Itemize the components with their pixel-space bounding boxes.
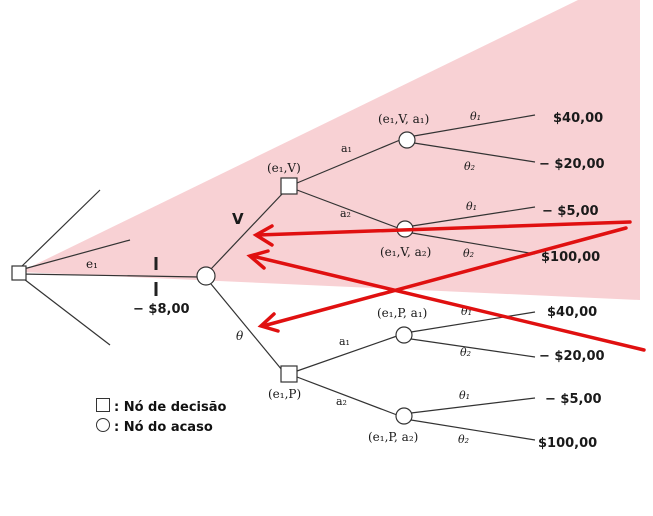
root-branch-label: e₁ — [86, 257, 98, 271]
highlight-wedge — [20, 0, 640, 300]
circle-icon — [96, 418, 110, 432]
node-e1pa2-label: (e₁,P, a₂) — [368, 430, 418, 444]
legend-decision: : Nó de decisão — [96, 398, 226, 415]
red-arrow-2-head — [257, 312, 280, 333]
node-e1va1-label: (e₁,V, a₁) — [378, 112, 429, 126]
payoff-v-a2-t2: $100,00 — [541, 250, 600, 265]
payoff-p-a2-t2: $100,00 — [538, 436, 597, 451]
legend-chance-label: : Nó do acaso — [114, 420, 213, 435]
p-a2-label: a₂ — [336, 395, 347, 408]
branch-p — [210, 283, 283, 371]
p-a2-theta1-label: θ₁ — [459, 389, 470, 402]
root-cost-label: − $8,00 — [133, 302, 190, 317]
p-a1-theta2-label: θ₂ — [460, 346, 471, 359]
payoff-v-a1-t1: $40,00 — [553, 111, 603, 126]
payoff-v-a1-t2: − $20,00 — [539, 157, 605, 172]
e1pa1-chance-node — [395, 326, 413, 344]
e1v-decision-node — [280, 177, 298, 195]
root-decision-node — [11, 265, 27, 281]
v-a2-label: a₂ — [340, 207, 351, 220]
square-icon — [96, 398, 110, 412]
branch-v — [210, 192, 284, 270]
v-a1-theta1-label: θ₁ — [470, 110, 481, 123]
red-arrow-1-head — [252, 224, 274, 247]
node-e1va2-label: (e₁,V, a₂) — [380, 245, 431, 259]
v-branch-label: V — [232, 210, 244, 228]
red-arrow-2 — [261, 226, 628, 328]
e1p-decision-node — [280, 365, 298, 383]
branch-v-a2 — [296, 189, 399, 229]
v-a1-label: a₁ — [341, 142, 352, 155]
payoff-p-a2-t1: − $5,00 — [545, 392, 602, 407]
payoff-p-a1-t2: − $20,00 — [539, 349, 605, 364]
red-arrow-1 — [256, 220, 632, 237]
red-arrows — [246, 220, 646, 352]
legend-chance: : Nó do acaso — [96, 418, 213, 435]
payoff-p-a1-t1: $40,00 — [547, 305, 597, 320]
e1va1-chance-node — [398, 131, 416, 149]
branch-v-a1 — [296, 139, 401, 184]
node-e1p-label: (e₁,P) — [268, 387, 301, 401]
node-e1v-label: (e₁,V) — [267, 161, 301, 175]
p-a2-theta2-label: θ₂ — [458, 433, 469, 446]
red-arrow-3 — [250, 254, 646, 352]
e1pa2-chance-node — [395, 407, 413, 425]
payoff-v-a2-t1: − $5,00 — [542, 204, 599, 219]
v-a2-theta1-label: θ₁ — [466, 200, 477, 213]
node-e1pa1-label: (e₁,P, a₁) — [377, 306, 427, 320]
p-a1-theta1-label: θ₁ — [461, 305, 472, 318]
red-arrow-3-head — [246, 249, 270, 270]
branch-p-a2 — [296, 376, 398, 416]
v-a2-theta2-label: θ₂ — [463, 247, 474, 260]
v-a1-theta2-label: θ₂ — [464, 160, 475, 173]
left-branches — [19, 189, 201, 346]
legend-decision-label: : Nó de decisão — [114, 400, 227, 415]
branch-p-a1 — [296, 335, 398, 372]
p-a1-label: a₁ — [339, 335, 350, 348]
e1-chance-node — [196, 266, 216, 286]
p-branch-label: θ — [236, 329, 244, 343]
